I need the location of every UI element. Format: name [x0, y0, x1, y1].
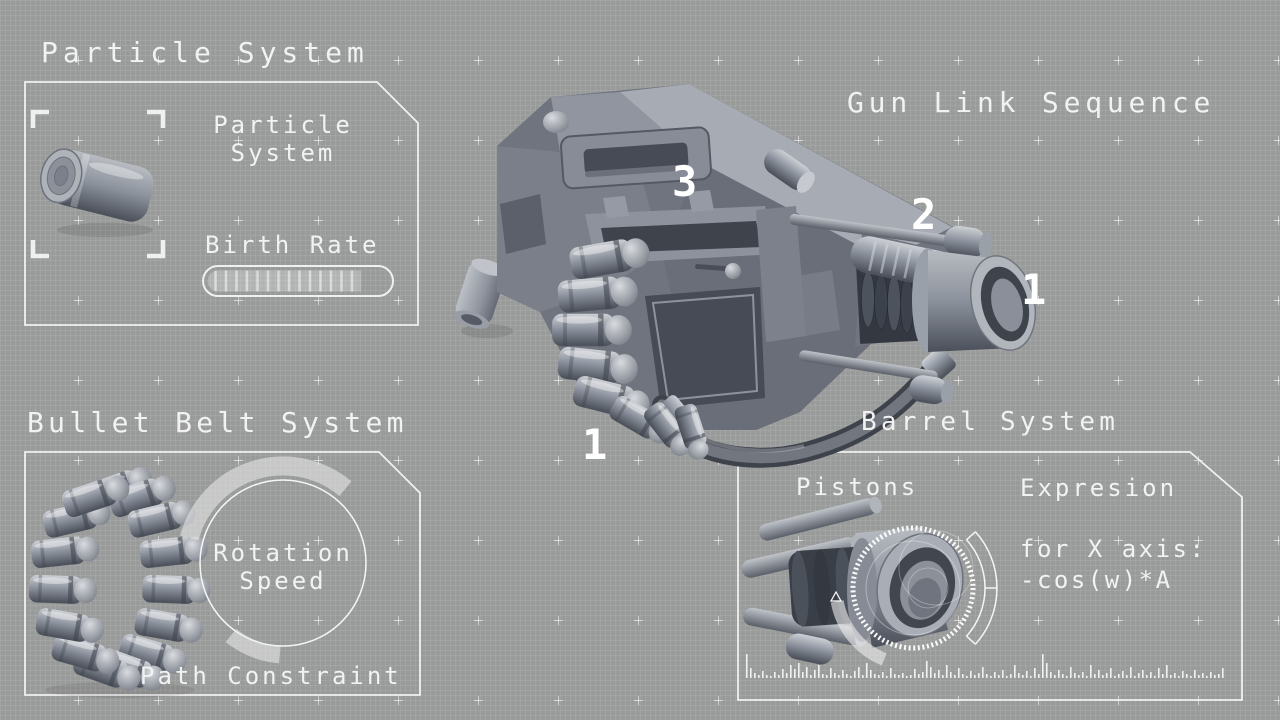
barrel-pistons-render [741, 496, 964, 665]
particle-panel-frame [24, 81, 419, 326]
sequence-marker-1: 1 [1021, 265, 1047, 314]
particle-node-label-line1: Particle [213, 111, 353, 139]
barrel-panel-frame [737, 451, 1243, 701]
bullet-belt-panel-frame [24, 451, 421, 696]
gauge-arc-top [180, 456, 352, 541]
selection-brackets [30, 109, 166, 259]
rotation-speed-label-line2: Speed [239, 566, 327, 595]
gauge-arc-bottom [225, 628, 281, 664]
bottom-rod [799, 350, 954, 405]
carry-handle [560, 126, 712, 190]
path-constraint-label: Path Constraint [140, 662, 402, 690]
gun-render [453, 84, 1036, 468]
sequence-marker-3: 3 [672, 157, 698, 206]
casing-render [453, 258, 513, 338]
barrel-panel-title: Barrel System [861, 407, 1120, 437]
particle-node-label: Particle System [185, 111, 381, 167]
birth-rate-label: Birth Rate [205, 231, 380, 259]
rotation-speed-label-line1: Rotation [213, 539, 353, 567]
slope-stud [764, 149, 815, 193]
sequence-marker-1-belt: 1 [582, 420, 608, 469]
rotation-speed-gauge[interactable] [180, 456, 367, 664]
particle-panel-title: Particle System [41, 36, 369, 69]
bullet-belt-panel-title: Bullet Belt System [27, 406, 408, 439]
waveform-strip [746, 654, 1224, 678]
rotation-speed-label: Rotation Speed [183, 539, 383, 595]
pistons-label: Pistons [796, 473, 919, 501]
panel-frames [24, 81, 1243, 701]
particle-node-label-line2: System [230, 138, 336, 167]
sequence-marker-2: 2 [911, 190, 937, 239]
top-rod [789, 213, 993, 258]
expression-line2: -cos(w)*A [1020, 566, 1173, 594]
particle-bullet-render [40, 148, 154, 237]
barrel-assembly [789, 213, 1036, 405]
expression-label: Expresion [1020, 474, 1178, 502]
birth-rate-progress[interactable] [202, 265, 394, 297]
gun-link-title: Gun Link Sequence [847, 86, 1216, 119]
expression-line1: for X axis: [1020, 535, 1207, 563]
barrel-hud [829, 525, 998, 666]
